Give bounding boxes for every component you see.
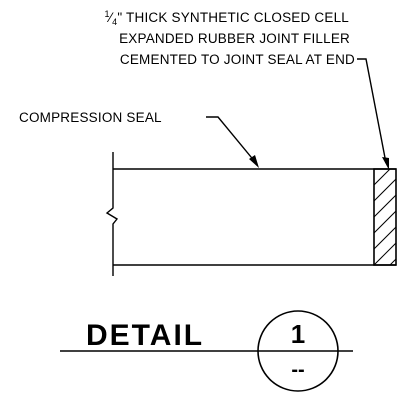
filler-note-line-3: CEMENTED TO JOINT SEAL AT END xyxy=(120,52,355,67)
break-line xyxy=(105,152,119,276)
seal-arrowhead xyxy=(249,155,259,168)
filler-note-line-1: 1⁄4" THICK SYNTHETIC CLOSED CELL xyxy=(104,9,349,27)
detail-title: DETAIL xyxy=(86,319,204,352)
filler-leader-line xyxy=(357,58,387,164)
detail-number: 1 xyxy=(291,319,305,349)
compression-seal-label: COMPRESSION SEAL xyxy=(19,110,162,125)
filler-note-line-1-text: " THICK SYNTHETIC CLOSED CELL xyxy=(117,10,349,25)
detail-bubble xyxy=(257,310,339,392)
fraction-numerator: 1 xyxy=(104,9,109,19)
filler-hatching xyxy=(374,169,396,265)
filler-arrowhead xyxy=(382,157,389,170)
joint-filler-block xyxy=(373,168,397,266)
fraction-denominator: 4 xyxy=(112,17,117,27)
seal-leader-line xyxy=(206,116,257,164)
filler-note-line-2: EXPANDED RUBBER JOINT FILLER xyxy=(119,31,350,46)
detail-sheet: -- xyxy=(291,359,304,381)
